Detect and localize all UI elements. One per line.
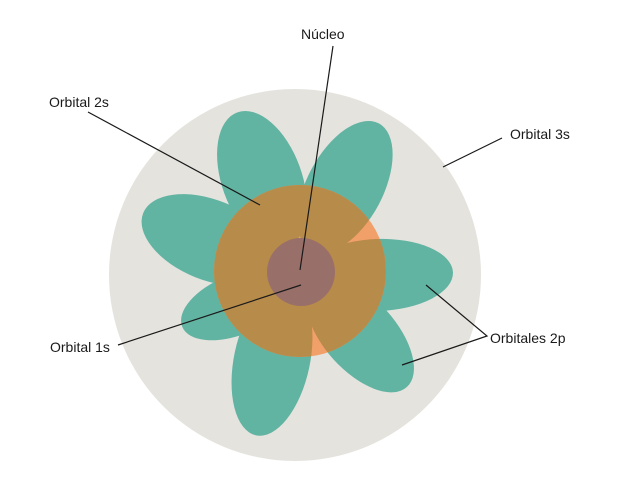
leader-nucleus — [299, 45, 334, 271]
nucleus-circle — [267, 238, 335, 306]
label-orbital-1s: Orbital 1s — [50, 339, 110, 355]
label-orbitals-2p: Orbitales 2p — [490, 330, 566, 346]
leader-orbitals-2p — [401, 284, 489, 366]
leader-orbital-1s — [117, 284, 302, 346]
leader-orbital-2s — [87, 111, 261, 206]
leader-lines — [87, 45, 503, 366]
label-nucleus: Núcleo — [301, 26, 345, 42]
leader-orbital-3s — [442, 137, 503, 168]
label-orbital-3s: Orbital 3s — [510, 126, 570, 142]
label-orbital-2s: Orbital 2s — [49, 94, 109, 110]
